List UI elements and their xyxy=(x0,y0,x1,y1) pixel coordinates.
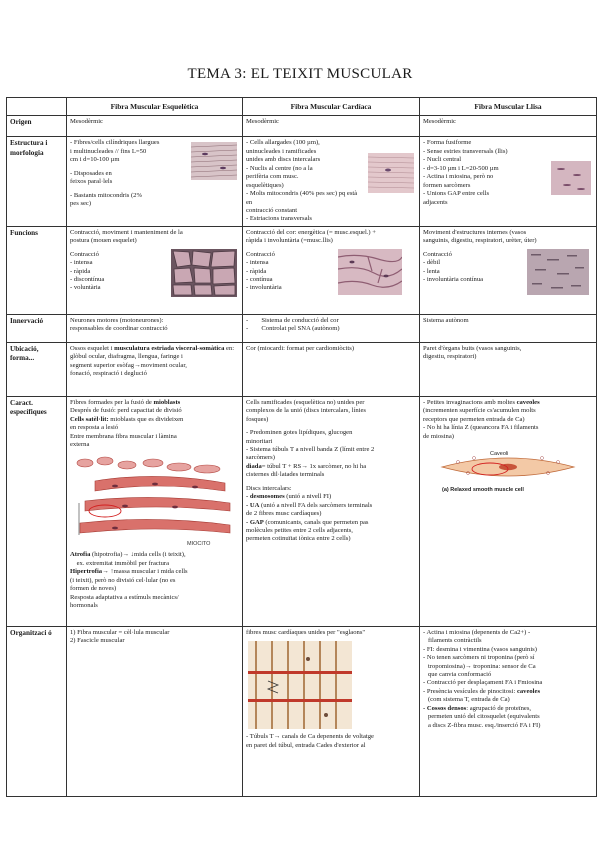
row-label-origen: Origen xyxy=(6,115,67,138)
row-label-funcions: Funcions xyxy=(6,225,67,315)
svg-text:Caveoli: Caveoli xyxy=(490,451,508,457)
cardiac-intercalated-disc-diagram xyxy=(248,641,352,730)
row-funcions: Funcions Contracció, moviment i mantenim… xyxy=(6,225,597,315)
cell-origen-smooth: Mesodèrmic xyxy=(419,115,597,138)
header-cardiac: Fibra Muscular Cardíaca xyxy=(242,96,420,117)
skeletal-cross-section-micrograph xyxy=(171,248,237,297)
header-skeletal: Fibra Muscular Esquelètica xyxy=(66,96,243,117)
smooth-cell-caveolae-diagram: Caveoli (a) Relaxed smooth muscle cell xyxy=(440,449,576,493)
cell-caract-skeletal: Fibres formades per la fusió de mioblast… xyxy=(66,395,243,627)
cell-innervacio-skeletal: Neurones motores (motoneurones):responsa… xyxy=(66,313,243,343)
row-label-organitzacio: Organitzaci ó xyxy=(6,625,67,797)
row-label-caract: Caract. específiques xyxy=(6,395,67,627)
cell-estructura-cardiac: - Cells allargades (100 µm),uninucleades… xyxy=(242,136,420,227)
header-empty xyxy=(6,96,67,117)
smooth-muscle-micrograph xyxy=(527,248,589,295)
row-label-ubicacio: Ubicació, forma... xyxy=(6,341,67,397)
row-organitzacio: Organitzaci ó 1) Fibra muscular = cèl·lu… xyxy=(6,625,597,797)
cardiac-fiber-micrograph xyxy=(368,153,414,194)
cell-estructura-smooth: - Forma fusiforme- Sense estries transve… xyxy=(419,136,597,227)
cell-origen-cardiac: Mesodèrmic xyxy=(242,115,420,138)
row-innervacio: Innervació Neurones motores (motoneurone… xyxy=(6,313,597,343)
cell-ubicacio-skeletal: Ossos esquelet i musculatura estriada vi… xyxy=(66,341,243,397)
skeletal-fiber-micrograph xyxy=(191,142,237,181)
cell-innervacio-smooth: Sistema autònom xyxy=(419,313,597,343)
cell-funcions-skeletal: Contracció, moviment i manteniment de la… xyxy=(66,225,243,315)
cell-organitzacio-smooth: - Actina i miosina (depenents de Ca2+) -… xyxy=(419,625,597,797)
cell-innervacio-cardiac: - Sistema de conducció del cor- Controla… xyxy=(242,313,420,343)
cell-ubicacio-smooth: Paret d'òrgans buits (vasos sanguinis,di… xyxy=(419,341,597,397)
cardiac-branching-micrograph xyxy=(338,248,402,295)
myoblast-fusion-diagram: MIOCITO xyxy=(76,457,230,547)
page-title: TEMA 3: EL TEIXIT MUSCULAR xyxy=(187,66,413,82)
cell-organitzacio-cardiac: fibres musc cardíaques unides per "esgla… xyxy=(242,625,420,797)
header-row: Fibra Muscular Esquelètica Fibra Muscula… xyxy=(6,96,597,117)
row-caract: Caract. específiques Fibres formades per… xyxy=(6,395,597,627)
svg-text:MIOCITO: MIOCITO xyxy=(187,541,211,547)
row-label-innervacio: Innervació xyxy=(6,313,67,343)
row-label-estructura: Estructura i morfologia xyxy=(6,136,67,227)
header-smooth: Fibra Muscular Llisa xyxy=(419,96,597,117)
cell-caract-smooth: - Petites invaginacions amb moltes caveo… xyxy=(419,395,597,627)
row-ubicacio: Ubicació, forma... Ossos esquelet i musc… xyxy=(6,341,597,397)
smooth-fiber-micrograph xyxy=(551,161,591,196)
muscle-comparison-table: Fibra Muscular Esquelètica Fibra Muscula… xyxy=(6,96,597,797)
row-estructura: Estructura i morfologia - Fibres/cells c… xyxy=(6,136,597,227)
cell-ubicacio-cardiac: Cor (miocardi: format per cardiomiòcits) xyxy=(242,341,420,397)
cell-caract-cardiac: Cells ramificades (esquelètica no) unide… xyxy=(242,395,420,627)
cell-funcions-cardiac: Contracció del cor: energètica (= musc.e… xyxy=(242,225,420,315)
row-origen: Origen Mesodèrmic Mesodèrmic Mesodèrmic xyxy=(6,115,597,138)
svg-text:(a) Relaxed smooth muscle cell: (a) Relaxed smooth muscle cell xyxy=(442,487,524,493)
cell-origen-skeletal: Mesodèrmic xyxy=(66,115,243,138)
